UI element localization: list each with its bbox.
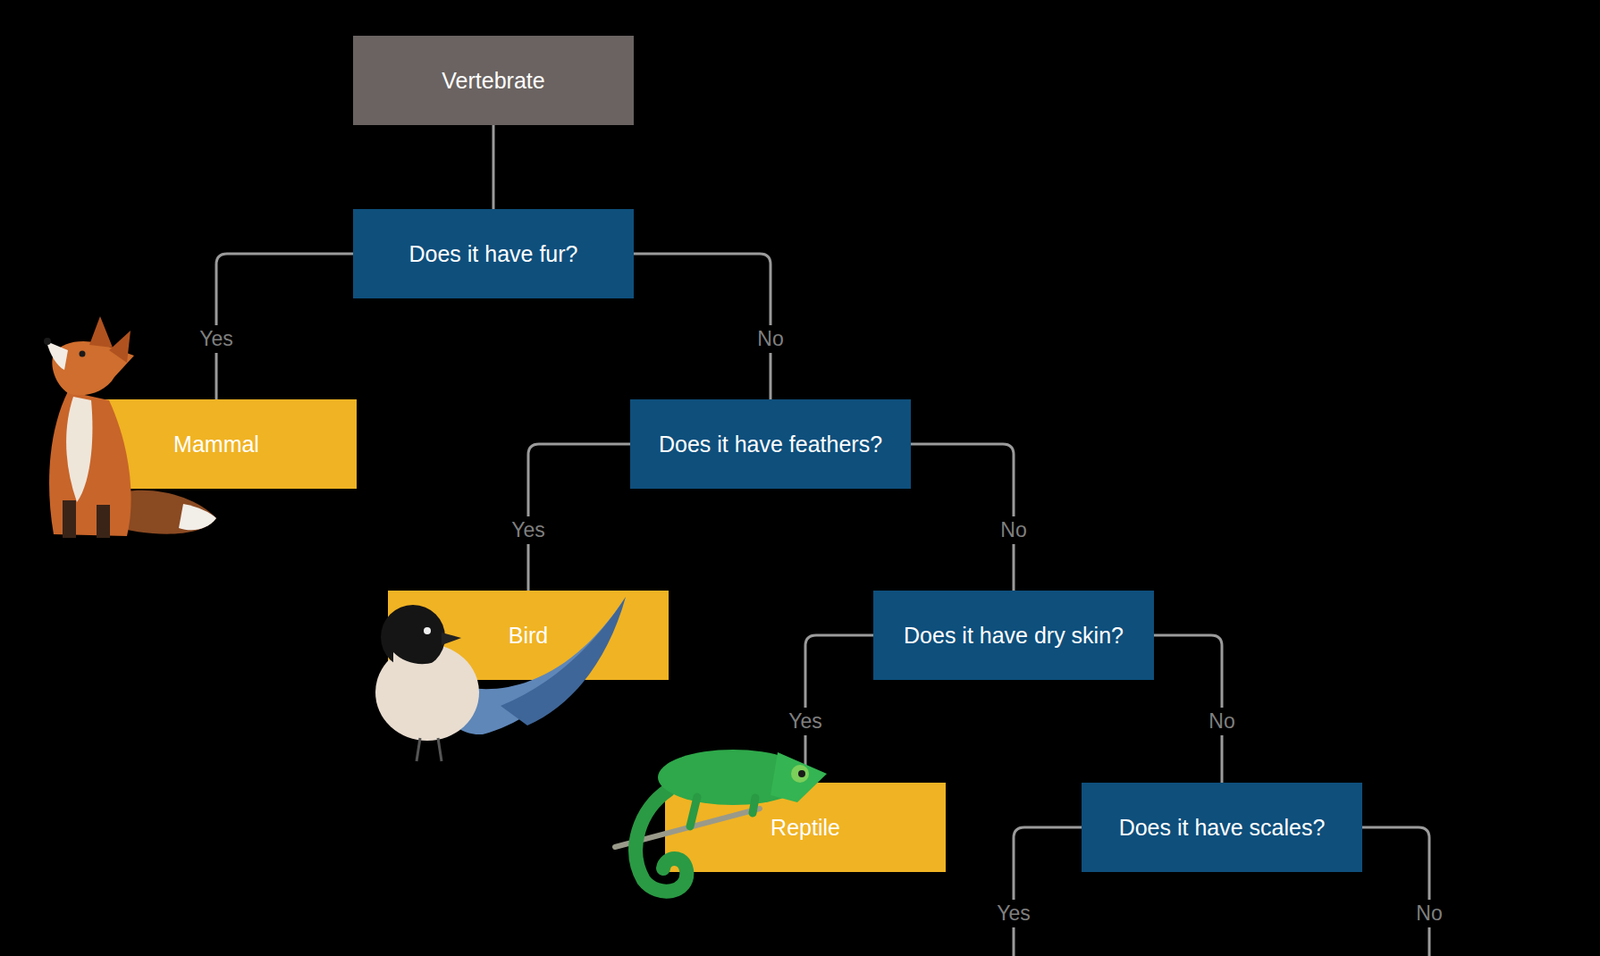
edge-label: Yes [194, 325, 238, 354]
edge-label: No [752, 325, 788, 354]
edge-label: Yes [783, 707, 827, 736]
node-label: Does it have scales? [1119, 815, 1326, 842]
connector [633, 253, 771, 400]
question-box: Does it have fur? [353, 209, 634, 299]
node-label: Reptile [770, 815, 841, 842]
question-box: Does it have scales? [1081, 783, 1363, 873]
question-box: Does it have dry skin? [873, 590, 1154, 681]
branch-line [1013, 827, 1082, 956]
node-label: Mammal [173, 431, 260, 458]
node-label: Does it have dry skin? [903, 623, 1124, 649]
node-label: Vertebrate [441, 67, 545, 94]
chameleon-illustration [614, 749, 827, 893]
node-label: Does it have feathers? [658, 431, 883, 458]
branch-line [1362, 827, 1430, 956]
edge-label: No [995, 516, 1031, 545]
edge-label: Yes [506, 516, 550, 545]
answer-box: Mammal [75, 399, 357, 489]
question-box: Does it have feathers? [630, 399, 911, 489]
answer-box: Bird [387, 590, 669, 681]
bird-illustration [375, 597, 626, 762]
branch-label: Yes [992, 900, 1036, 928]
fox-illustration [43, 316, 217, 539]
node-label: Bird [508, 623, 548, 649]
edge-label: No [1204, 707, 1239, 736]
connector [492, 125, 496, 210]
node-label: Does it have fur? [409, 241, 579, 268]
root-box: Vertebrate [353, 35, 634, 126]
branch-label: No [1411, 900, 1447, 928]
answer-box: Reptile [665, 783, 946, 873]
